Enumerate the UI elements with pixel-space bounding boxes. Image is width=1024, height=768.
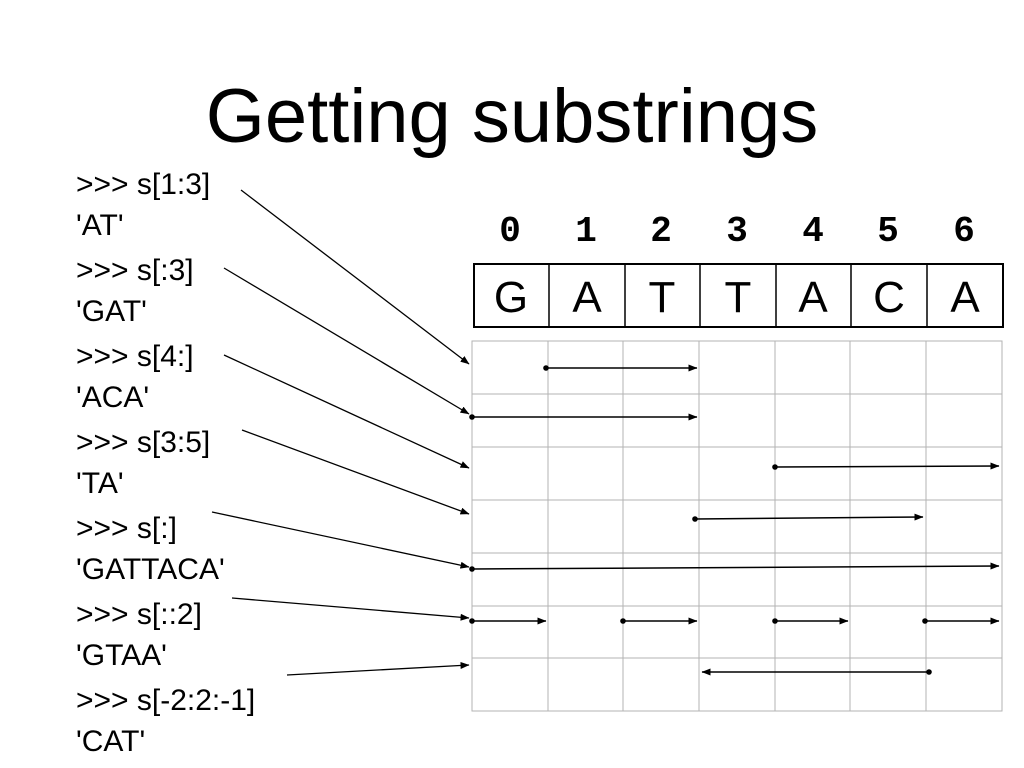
example-code-1: >>> s[1:3] — [76, 168, 211, 201]
slice-arrow-start-dot — [543, 365, 549, 371]
example-code-3: >>> s[4:] — [76, 340, 194, 373]
connector-line-3 — [223, 354, 470, 469]
sequence-box-outline — [473, 263, 1004, 328]
index-labels: 0 1 2 3 4 5 6 — [499, 211, 975, 252]
sequence-letter: T — [725, 273, 752, 322]
example-code-4: >>> s[3:5] — [76, 426, 211, 459]
connector-line-5 — [211, 511, 470, 569]
example-result-1: 'AT' — [76, 209, 124, 242]
example-code-6: >>> s[::2] — [76, 598, 202, 631]
sequence-letter: A — [572, 273, 602, 322]
index-label: 6 — [953, 211, 975, 252]
slice-arrow-start-dot — [922, 618, 928, 624]
sequence-letter: A — [950, 273, 980, 322]
slice-grid — [471, 340, 1003, 712]
slice-arrows — [469, 364, 1000, 676]
sequence-letter: T — [649, 273, 676, 322]
sequence-letter: G — [494, 273, 528, 322]
slice-arrow-start-dot — [926, 669, 932, 675]
index-label: 2 — [650, 211, 672, 252]
example-result-3: 'ACA' — [76, 381, 150, 414]
slice-arrow-3 — [774, 462, 1000, 470]
slice-arrow-start-dot — [469, 414, 475, 420]
slice-arrow-start-dot — [772, 618, 778, 624]
example-result-5: 'GATTACA' — [76, 553, 225, 586]
connector-line-4 — [241, 429, 470, 515]
example-result-4: 'TA' — [76, 467, 124, 500]
connector-line-2 — [223, 267, 470, 415]
index-label: 5 — [877, 211, 899, 252]
connector-line-7 — [286, 661, 470, 676]
example-result-6: 'GTAA' — [76, 639, 167, 672]
example-result-7: 'CAT' — [76, 725, 146, 758]
grid-outline — [471, 340, 1003, 712]
sequence-boxes: G A T T A C A — [473, 263, 1004, 328]
slice-arrow-4 — [694, 513, 924, 521]
index-label: 4 — [802, 211, 824, 252]
connector-line-1 — [240, 189, 470, 365]
slice-arrow-start-dot — [620, 618, 626, 624]
slice-arrow-5 — [471, 562, 1000, 570]
slide-title: Getting substrings — [205, 74, 819, 159]
slice-arrow-start-dot — [692, 516, 698, 522]
slice-arrow-start-dot — [469, 566, 475, 572]
example-result-2: 'GAT' — [76, 295, 147, 328]
slice-arrow-start-dot — [772, 464, 778, 470]
index-label: 0 — [499, 211, 521, 252]
index-label: 1 — [575, 211, 597, 252]
index-label: 3 — [726, 211, 748, 252]
sequence-letter: C — [873, 273, 905, 322]
example-code-2: >>> s[:3] — [76, 254, 194, 287]
sequence-letter: A — [798, 273, 828, 322]
example-code-5: >>> s[:] — [76, 512, 177, 545]
slice-arrow-start-dot — [469, 618, 475, 624]
connector-lines — [211, 189, 470, 676]
example-code-7: >>> s[-2:2:-1] — [76, 684, 256, 717]
connector-line-6 — [231, 597, 470, 621]
